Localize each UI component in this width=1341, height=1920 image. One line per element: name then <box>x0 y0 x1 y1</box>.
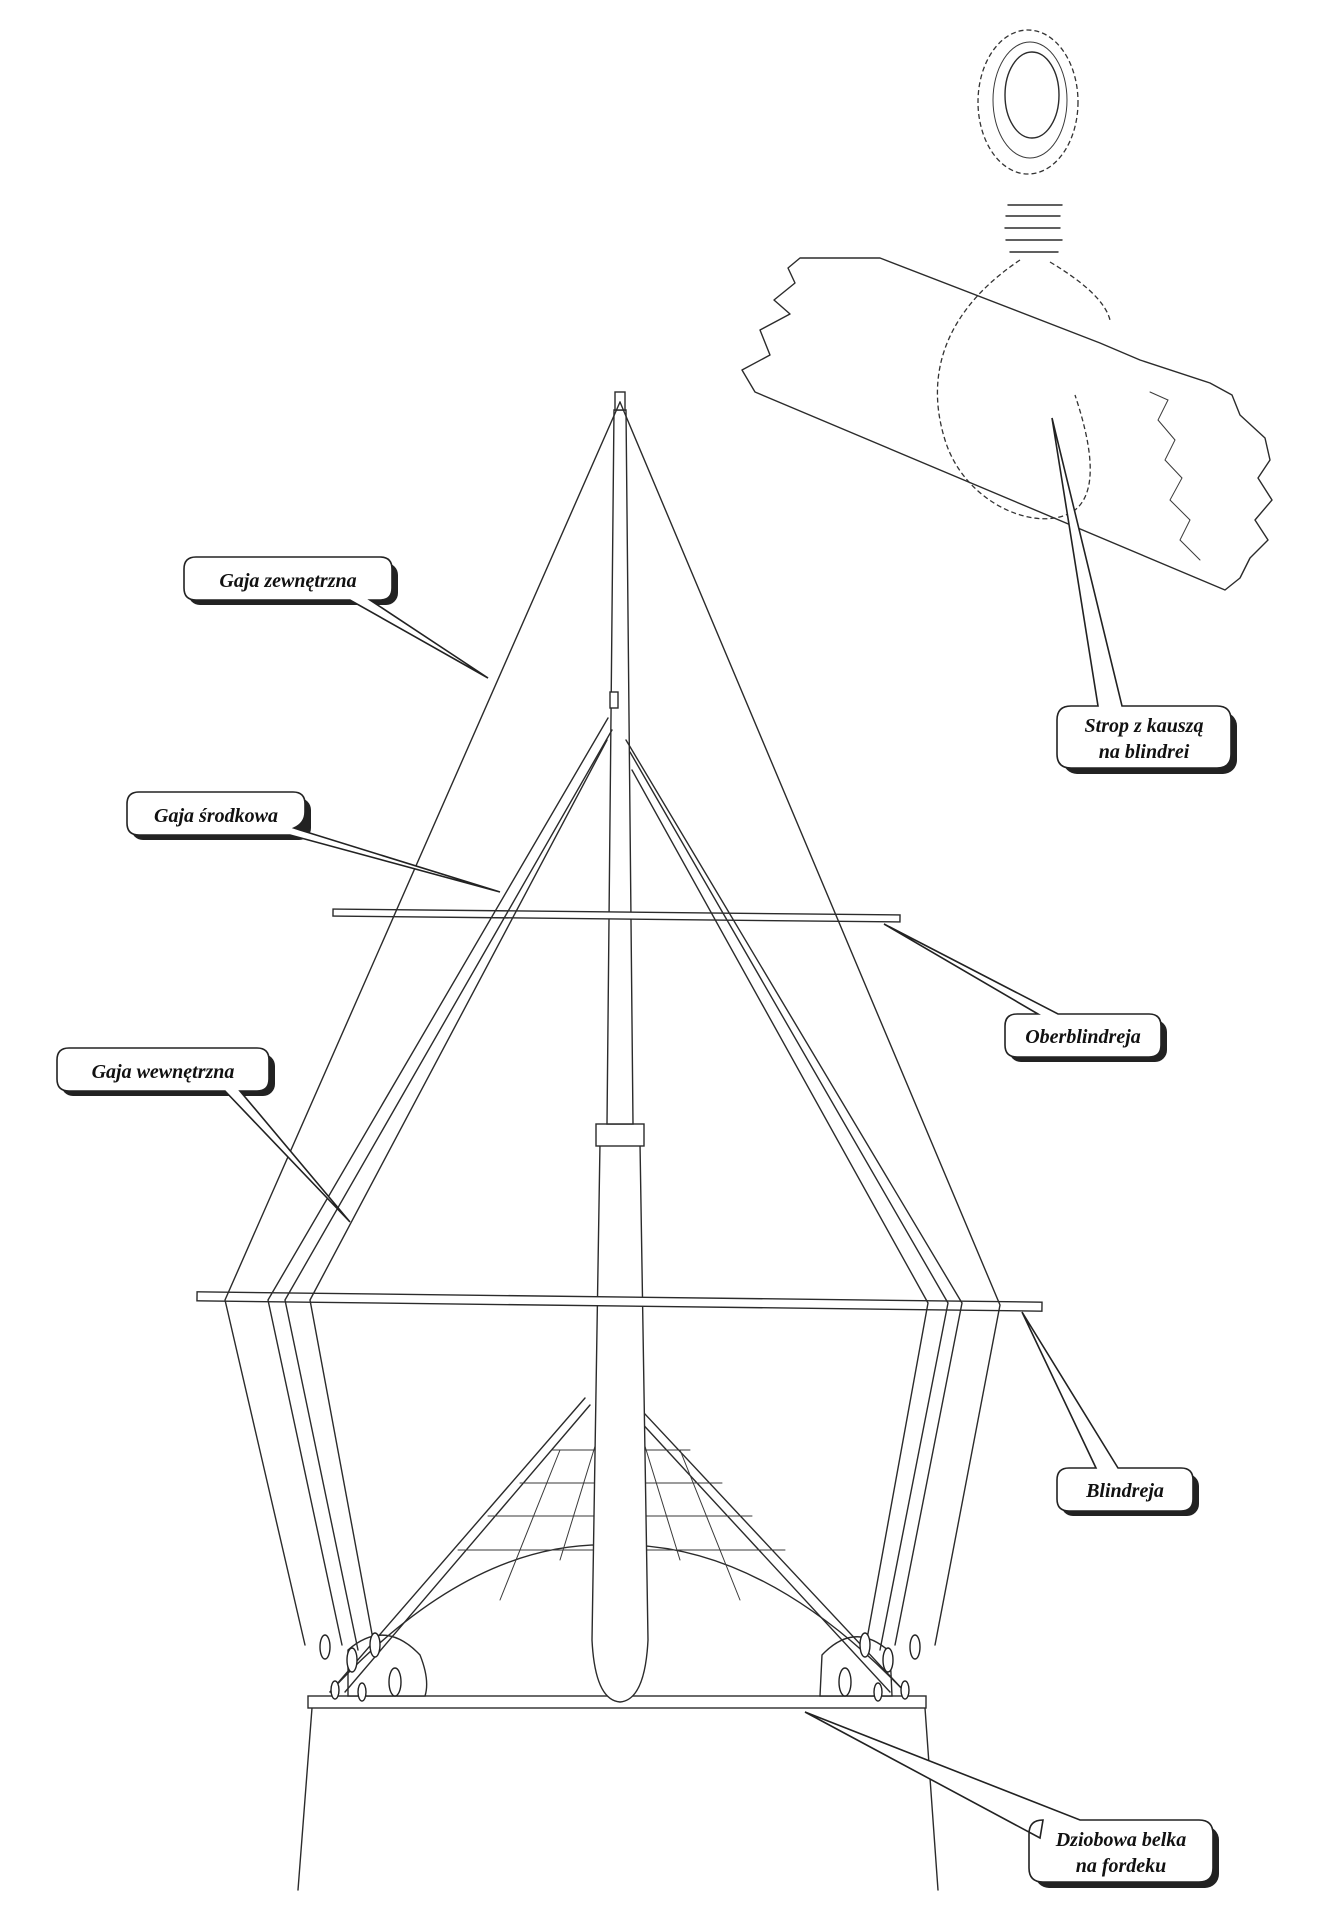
block-icon <box>909 1634 921 1660</box>
callout-box <box>126 791 501 893</box>
callout-gaja-srodkowa: Gaja środkowa <box>126 791 501 893</box>
block-icon <box>859 1632 871 1658</box>
block-icon <box>873 1682 883 1702</box>
inner-guy-left <box>309 739 608 1651</box>
outer-guy-left <box>224 401 621 1646</box>
block-icon <box>357 1682 367 1702</box>
middle-guy-right-b <box>629 751 949 1651</box>
label-belka-line2: na fordeku <box>1076 1855 1167 1877</box>
label-oberblindreja: Oberblindreja <box>1025 1026 1141 1048</box>
callout-box <box>1051 417 1232 769</box>
spritsail-right-edge2 <box>624 1404 891 1693</box>
block-icon <box>346 1647 358 1673</box>
inner-guy-right <box>631 769 929 1651</box>
spritsail-right-edge <box>629 1397 906 1693</box>
hull-side-right <box>924 1707 939 1891</box>
label-blindreja: Blindreja <box>1085 1480 1164 1502</box>
block-icon <box>900 1680 910 1700</box>
callout-strop: Strop z kauszą na blindrei <box>1051 417 1237 774</box>
bowsprit-lower <box>591 1129 649 1703</box>
spritsail-left-edge2 <box>344 1404 591 1693</box>
rope-upper-right <box>1049 261 1111 321</box>
hull-side-left <box>297 1707 313 1891</box>
middle-guy-left-a <box>267 717 609 1646</box>
jibboom-tip <box>614 391 626 411</box>
jibboom <box>606 409 634 1125</box>
block-icon <box>838 1667 852 1697</box>
label-gaja-wewnetrzna: Gaja wewnętrzna <box>92 1061 235 1083</box>
bowsprit-rig <box>196 391 1043 1891</box>
callout-box <box>56 1047 351 1223</box>
middle-guy-right-a <box>625 739 963 1646</box>
blindreja-yard <box>196 1291 1043 1312</box>
spritsail-left-edge <box>329 1397 586 1693</box>
callout-box <box>804 1711 1214 1883</box>
middle-guy-left-b <box>284 729 613 1651</box>
block-icon <box>369 1632 381 1658</box>
blocks-right <box>838 1632 921 1702</box>
callout-gaja-wewnetrzna: Gaja wewnętrzna <box>56 1047 351 1223</box>
block-icon <box>330 1680 340 1700</box>
thimble-ring <box>992 41 1068 159</box>
oberblindreja-yard <box>332 908 901 923</box>
callout-oberblindreja: Oberblindreja <box>883 923 1167 1062</box>
callout-box <box>183 556 489 679</box>
label-strop-line1: Strop z kauszą <box>1085 715 1204 737</box>
callout-gaja-zewnetrzna: Gaja zewnętrzna <box>183 556 489 679</box>
block-icon <box>388 1667 402 1697</box>
strop-detail <box>741 29 1273 591</box>
callout-box <box>1021 1311 1194 1512</box>
outer-guy-right <box>619 401 1001 1646</box>
blocks-left <box>319 1632 402 1702</box>
block-icon <box>882 1647 894 1673</box>
callout-belka: Dziobowa belka na fordeku <box>804 1711 1219 1888</box>
callout-box <box>883 923 1162 1058</box>
callout-blindreja: Blindreja <box>1021 1311 1199 1516</box>
yard-segment <box>741 257 1273 591</box>
thimble-eye-inner <box>1004 51 1060 139</box>
label-strop-line2: na blindrei <box>1099 741 1190 763</box>
yard-shading <box>1149 391 1201 561</box>
net-diag-1 <box>499 1429 741 1601</box>
label-gaja-srodkowa: Gaja środkowa <box>154 805 278 827</box>
label-gaja-zewnetrzna: Gaja zewnętrzna <box>219 570 356 592</box>
mid-cleat <box>609 691 619 709</box>
cathead-left <box>347 1634 428 1697</box>
label-belka-line1: Dziobowa belka <box>1055 1829 1187 1851</box>
thimble-eye-outer <box>977 29 1079 175</box>
seizing <box>1004 204 1063 253</box>
block-icon <box>319 1634 331 1660</box>
bowsprit-cap <box>595 1123 645 1147</box>
rope-loop-around-yard <box>936 259 1091 520</box>
